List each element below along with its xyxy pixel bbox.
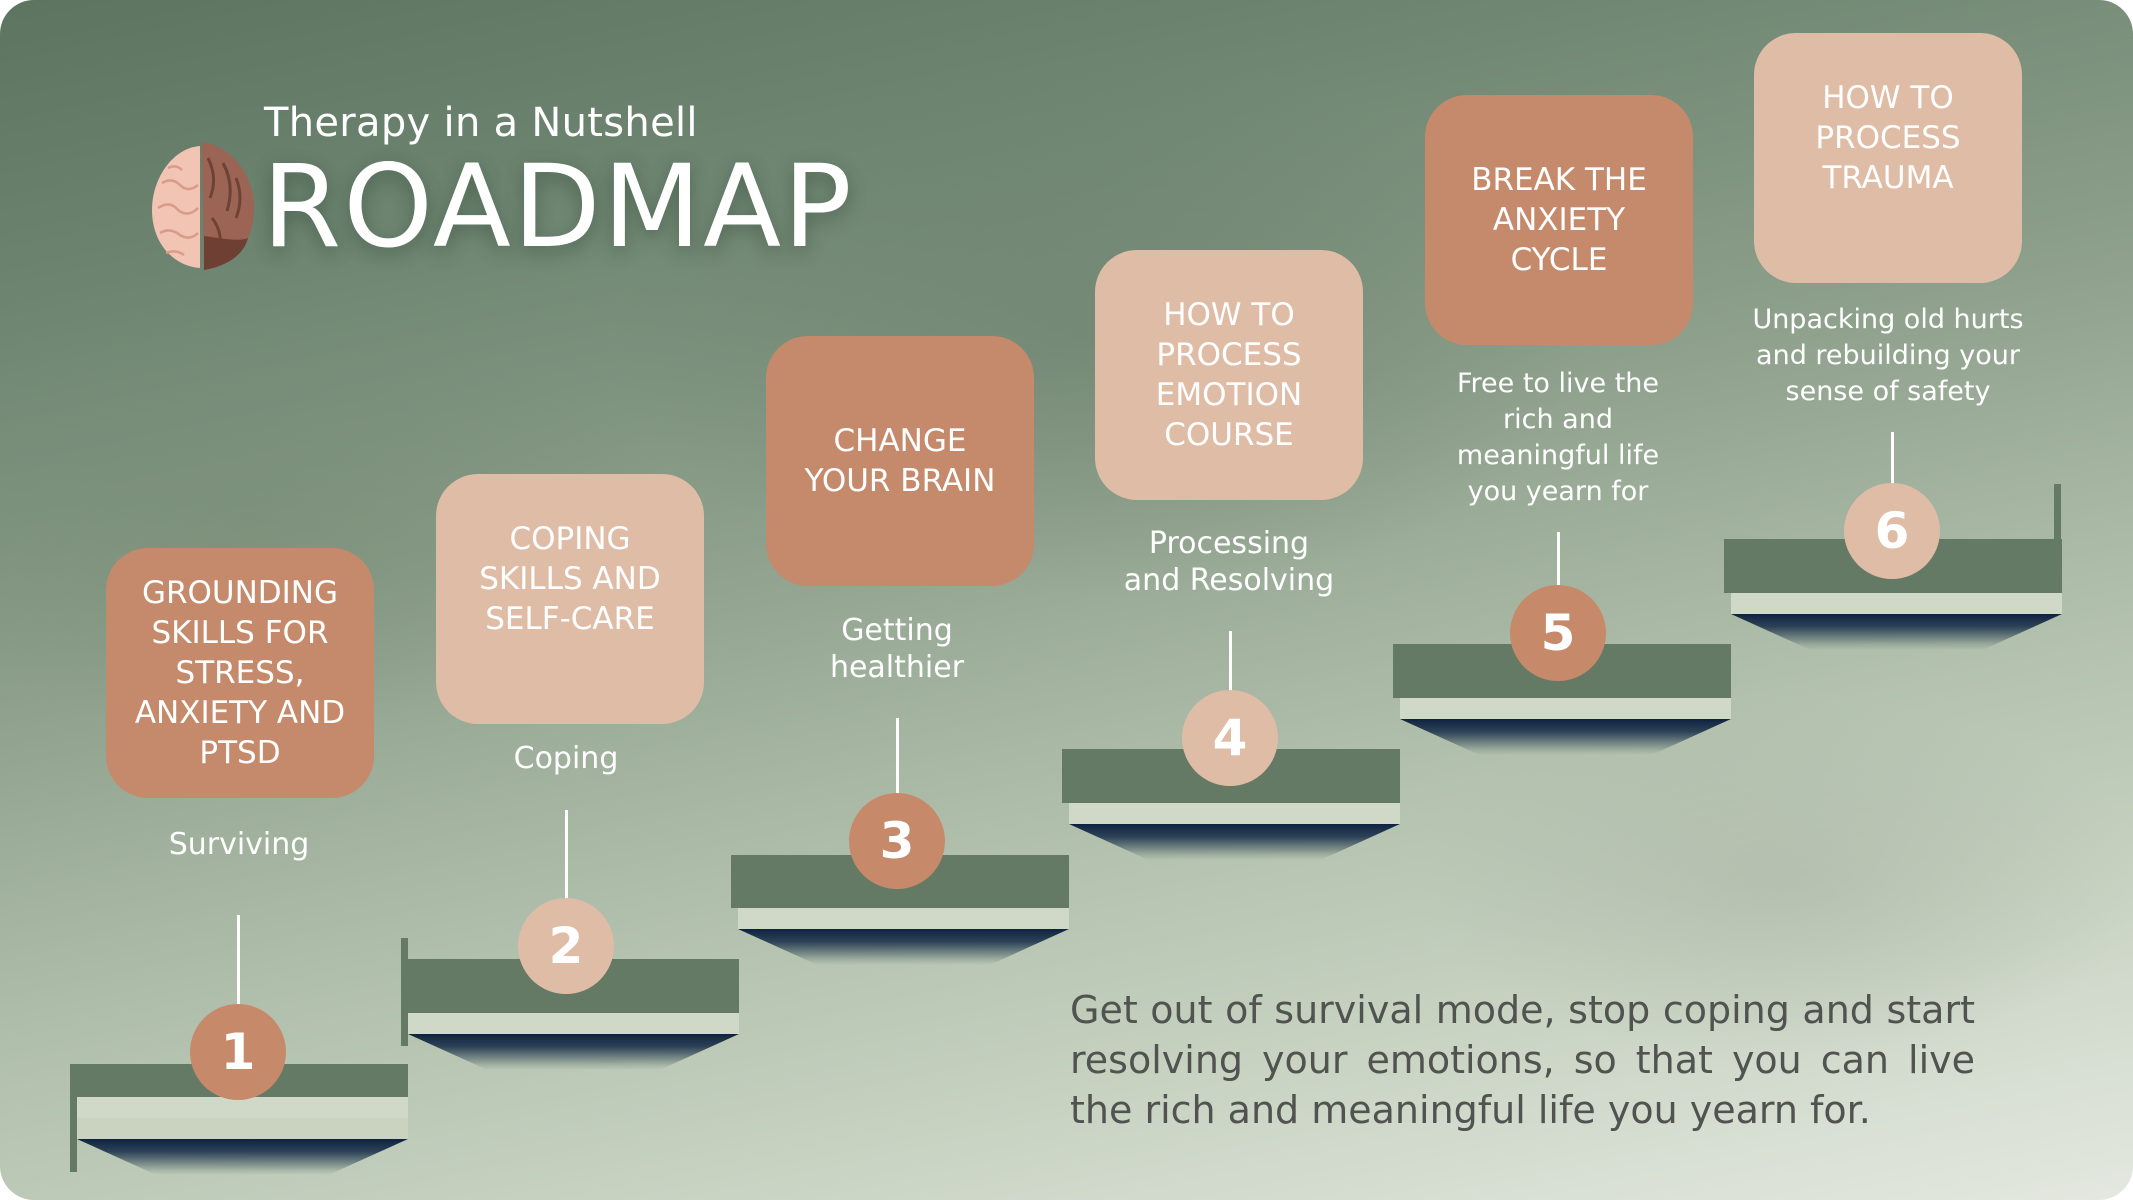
connector-line-2 xyxy=(565,810,568,898)
stage-label-2: Coping xyxy=(513,741,619,776)
connector-line-3 xyxy=(896,718,899,794)
step-number-2: 2 xyxy=(518,898,614,994)
step-4-edge xyxy=(1069,803,1400,824)
step-4-shadow xyxy=(1069,824,1400,860)
step-1-riser xyxy=(77,1118,408,1139)
step-number-1: 1 xyxy=(190,1004,286,1100)
step-6-shadow xyxy=(1731,614,2062,650)
step-3-shadow xyxy=(738,929,1069,965)
step-2-shadow xyxy=(408,1034,739,1070)
connector-line-6 xyxy=(1891,432,1894,484)
step-6-edge xyxy=(1731,593,2062,614)
step-1-edge xyxy=(77,1097,408,1118)
connector-line-5 xyxy=(1557,532,1560,587)
step-number-4: 4 xyxy=(1182,690,1278,786)
step-number-3: 3 xyxy=(849,793,945,889)
step-2-edge xyxy=(408,1013,739,1034)
step-5-shadow xyxy=(1400,719,1731,755)
step-6-post xyxy=(2054,484,2061,593)
step-1-shadow xyxy=(77,1139,408,1175)
page-title: ROADMAP xyxy=(262,140,854,273)
stage-label-1: Surviving xyxy=(168,827,310,862)
step-number-5: 5 xyxy=(1510,585,1606,681)
brain-nut-icon xyxy=(152,142,254,270)
step-3-edge xyxy=(738,908,1069,929)
step-1-post xyxy=(70,1064,77,1172)
connector-line-4 xyxy=(1229,631,1232,691)
brand-subtitle: Therapy in a Nutshell xyxy=(264,100,698,146)
connector-line-1 xyxy=(237,915,240,1005)
step-number-6: 6 xyxy=(1844,483,1940,579)
step-5-edge xyxy=(1400,698,1731,719)
tagline: Get out of survival mode, stop coping an… xyxy=(1070,988,1975,1132)
